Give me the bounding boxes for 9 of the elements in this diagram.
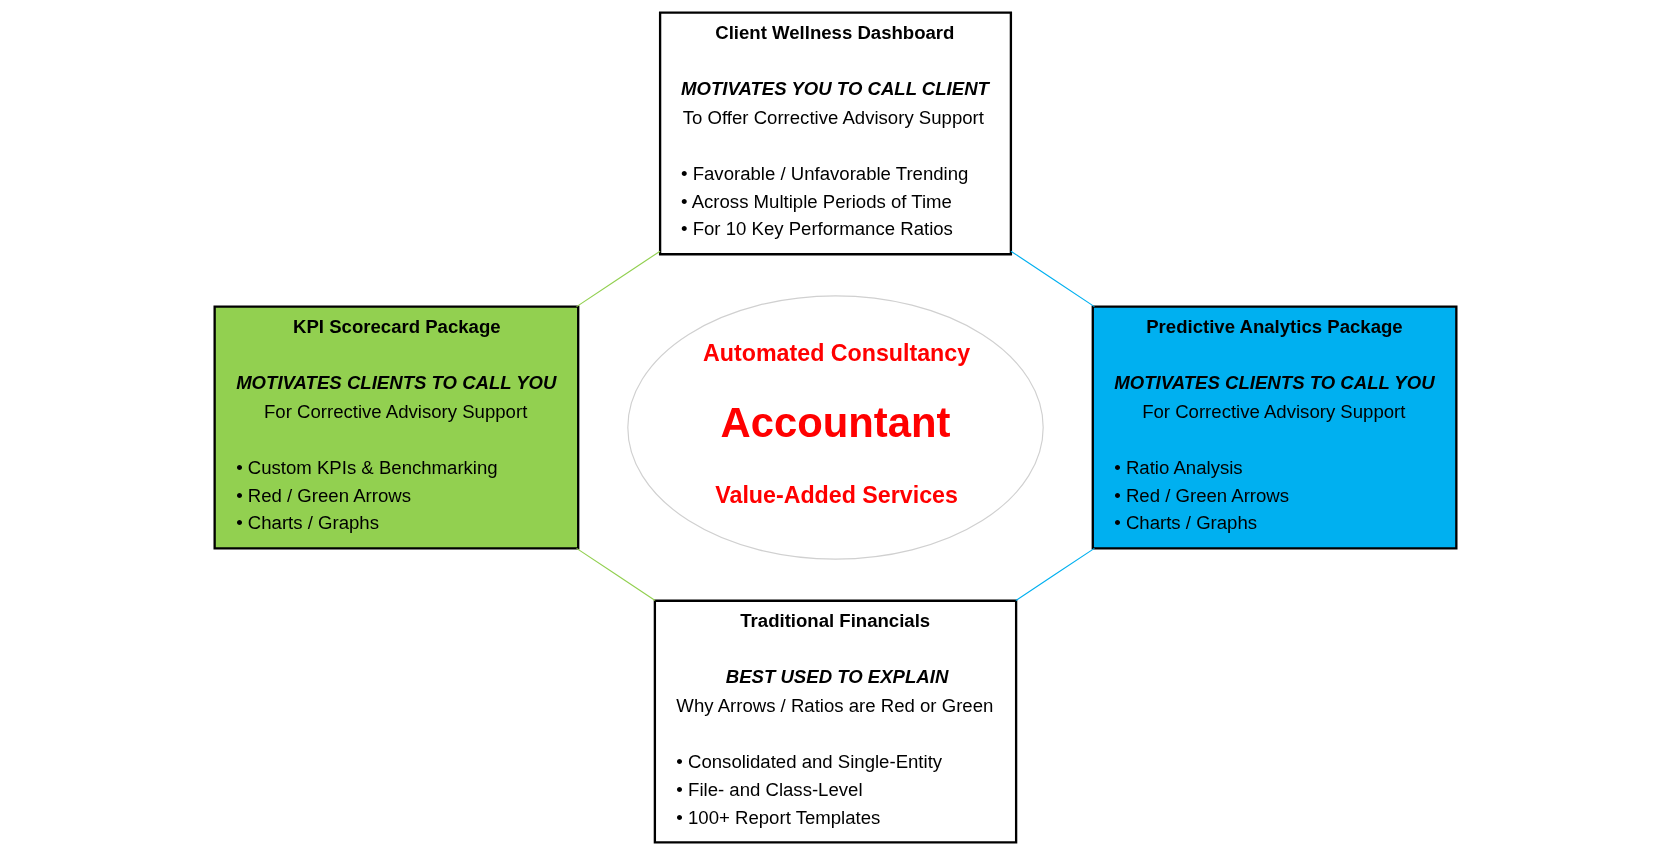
connector xyxy=(576,250,661,308)
connector xyxy=(576,547,656,602)
node-box: Predictive Analytics Package MOTIVATES CLIENTS TO CALL YOU For Corrective Advisory Support • Ratio Analysis • Red / Green Arrows • Charts / Graphs xyxy=(1091,305,1458,550)
node-ellipse: Automated Consultancy Accountant Value-Added Services xyxy=(627,295,1044,560)
node-box: KPI Scorecard Package MOTIVATES CLIENTS TO CALL YOU For Corrective Advisory Support • Custom KPIs & Benchmarking • Red / Green Arrows • Charts / Graphs xyxy=(213,305,580,550)
connector xyxy=(1010,250,1095,308)
connector xyxy=(1015,547,1095,602)
node-box: Traditional Financials BEST USED TO EXPLAIN Why Arrows / Ratios are Red or Green • Consolidated and Single-Entity • File- and Class-Level • 100+ Report Templates xyxy=(653,599,1018,844)
node-box: Client Wellness Dashboard MOTIVATES YOU TO CALL CLIENT To Offer Corrective Advisory Support • Favorable / Unfavorable Trending • Across Multiple Periods of Time • For 10 Key Performance Ratios xyxy=(658,11,1013,256)
